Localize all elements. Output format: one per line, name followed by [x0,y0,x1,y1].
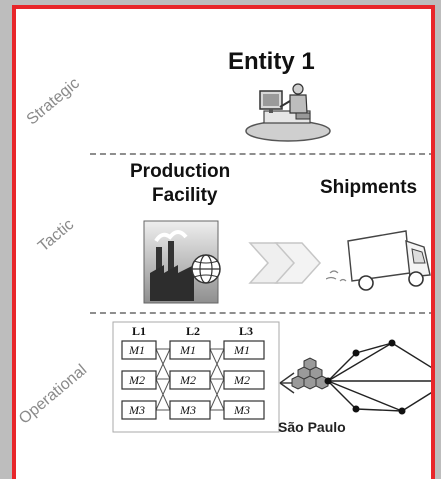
machine-l2-m1: M1 [179,343,196,357]
delivery-truck-icon [326,230,431,291]
layer-label-strategic: Strategic [23,74,83,129]
production-lines-grid: L1 L2 L3 M1 M2 M3 M1 M2 M3 M1 M2 [112,321,280,433]
production-facility-title-line2: Facility [152,185,218,206]
machine-l3-m2: M2 [233,373,250,387]
machine-l3-m1: M1 [233,343,250,357]
shipments-title: Shipments [320,177,418,198]
layer-label-tactic: Tactic [35,215,78,256]
machine-l3-m3: M3 [233,403,250,417]
machine-l1-m3: M3 [128,403,145,417]
entity-title: Entity 1 [228,48,315,75]
boxes-pyramid-icon [279,357,329,394]
city-label: São Paulo [278,419,346,435]
machine-l1-m2: M2 [128,373,145,387]
layer-label-operational: Operational [15,361,91,428]
production-facility-title-line1: Production [130,161,231,182]
layer-divider-1 [90,153,431,155]
line-header-l1: L1 [132,324,146,338]
machine-l2-m2: M2 [179,373,196,387]
network-graph-icon [324,339,431,415]
line-header-l2: L2 [186,324,200,338]
person-at-computer-icon [245,83,331,142]
machine-l2-m3: M3 [179,403,196,417]
layer-divider-2 [90,312,431,314]
factory-globe-icon [143,220,221,304]
machine-l1-m1: M1 [128,343,145,357]
diagram-frame: Strategic Tactic Operational Entity 1 Pr… [12,5,435,479]
double-chevron-arrow-icon [248,242,322,284]
line-header-l3: L3 [239,324,253,338]
